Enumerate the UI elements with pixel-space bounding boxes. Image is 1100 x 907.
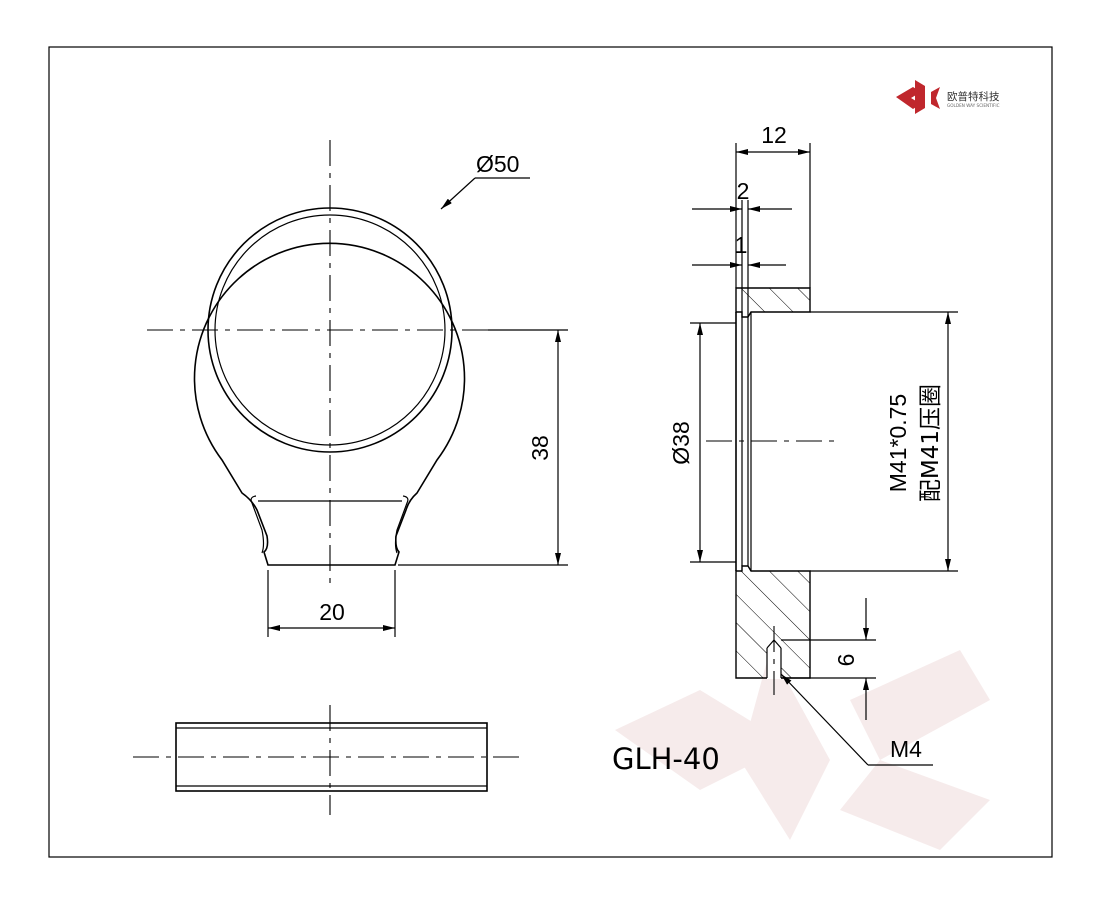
section-hatch-top: [735, 287, 811, 318]
dim-step-1: 1: [735, 232, 748, 258]
dim-thread: M41*0.75: [885, 394, 911, 492]
dim-step-2: 2: [737, 178, 750, 204]
logo-company-cn: 欧普特科技: [947, 90, 1000, 103]
model-label: GLH-40: [612, 742, 720, 776]
dim-thickness: 12: [761, 122, 787, 148]
front-view: Ø50 38 20: [147, 140, 568, 637]
bottom-view-outline: [175, 722, 488, 792]
dim-screw: M4: [890, 736, 922, 762]
company-logo: 欧普特科技 GOLDEN WAY SCIENTIFIC: [896, 80, 1000, 114]
side-section-view: 12 2 1 Ø38 M41*0.75 配M41压圈 6 M4: [668, 122, 958, 766]
bottom-view: [133, 705, 520, 815]
logo-mark-icon: [896, 80, 940, 114]
dim-center-height: 38: [527, 435, 553, 461]
front-outer-profile: [193, 242, 466, 566]
dim-outer-diameter: Ø50: [476, 151, 519, 177]
dim-bore-diameter: Ø38: [668, 421, 694, 464]
watermark-logo: [615, 650, 990, 850]
dim-screw-depth: 6: [833, 654, 859, 667]
dim-retainer-note: 配M41压圈: [918, 384, 944, 502]
dim-neck-width: 20: [319, 599, 345, 625]
logo-company-en: GOLDEN WAY SCIENTIFIC: [947, 103, 1000, 108]
drawing-border: [48, 46, 1053, 858]
